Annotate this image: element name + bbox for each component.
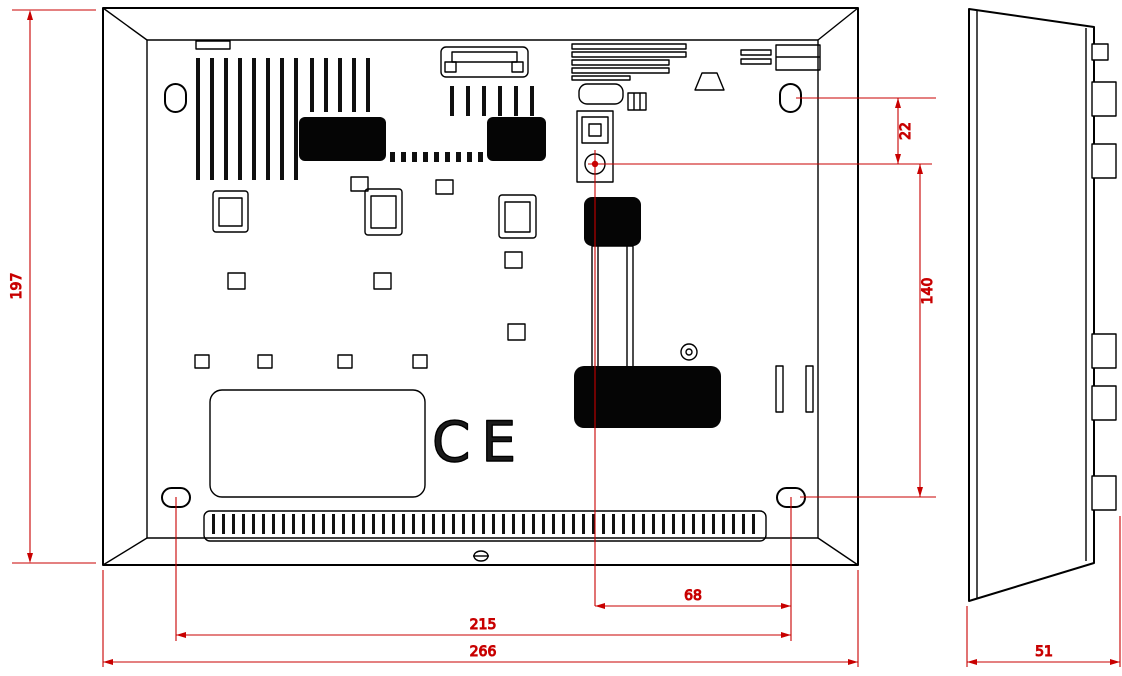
vent-slots <box>195 40 536 180</box>
cable-clips <box>212 188 537 239</box>
side-view <box>968 8 1117 602</box>
rear-casing-outline <box>102 7 859 566</box>
mounting-hole-top-left <box>164 83 187 113</box>
dim-label-51: 51 <box>1035 644 1053 660</box>
dim-depth: 51 <box>966 516 1121 667</box>
dim-lens-to-right-hole: 68 <box>595 587 791 609</box>
dim-lens-to-bottom-holes: 140 <box>917 164 937 497</box>
rear-outer-edge <box>102 7 859 566</box>
top-right-connector <box>740 44 821 71</box>
dim-overall-width: 266 <box>102 570 859 667</box>
vent-top-bar <box>195 40 231 50</box>
dim-label-68: 68 <box>684 588 702 604</box>
microphone-port <box>578 83 624 105</box>
wiring-column <box>574 197 721 428</box>
dim-reference-lines <box>175 97 936 641</box>
terminal-block-left <box>299 117 386 161</box>
comb-strip <box>203 510 767 542</box>
dim-top-hole-to-lens: 22 <box>895 98 915 164</box>
dim-label-266: 266 <box>470 644 497 660</box>
dim-label-197: 197 <box>9 273 25 300</box>
dim-label-22: 22 <box>898 122 914 140</box>
rear-inner-face <box>146 39 819 539</box>
dimensions: 197 22 140 <box>8 9 1121 667</box>
hatched-port <box>627 92 647 111</box>
dim-label-140: 140 <box>920 278 936 305</box>
ce-mark: CE <box>432 410 527 474</box>
fixing-screw <box>680 343 698 361</box>
speaker-opening <box>694 72 725 91</box>
terminal-blocks <box>299 117 546 162</box>
dim-overall-height: 197 <box>8 9 96 564</box>
label-plate <box>209 389 426 498</box>
column-base <box>574 366 721 428</box>
dim-bottom-hole-spacing: 215 <box>176 616 791 638</box>
side-slots <box>775 365 814 413</box>
knockout-squares <box>194 176 526 369</box>
top-grill <box>571 43 687 111</box>
dim-label-215: 215 <box>470 617 497 633</box>
lens-center-mark <box>591 160 599 168</box>
cable-clamp <box>440 46 529 78</box>
bottom-screw <box>473 550 489 562</box>
terminal-block-right <box>487 117 546 161</box>
side-profile-outline <box>968 8 1095 602</box>
side-protrusions <box>1091 43 1117 511</box>
column-cap <box>584 197 641 246</box>
rear-view: CE <box>102 7 859 566</box>
